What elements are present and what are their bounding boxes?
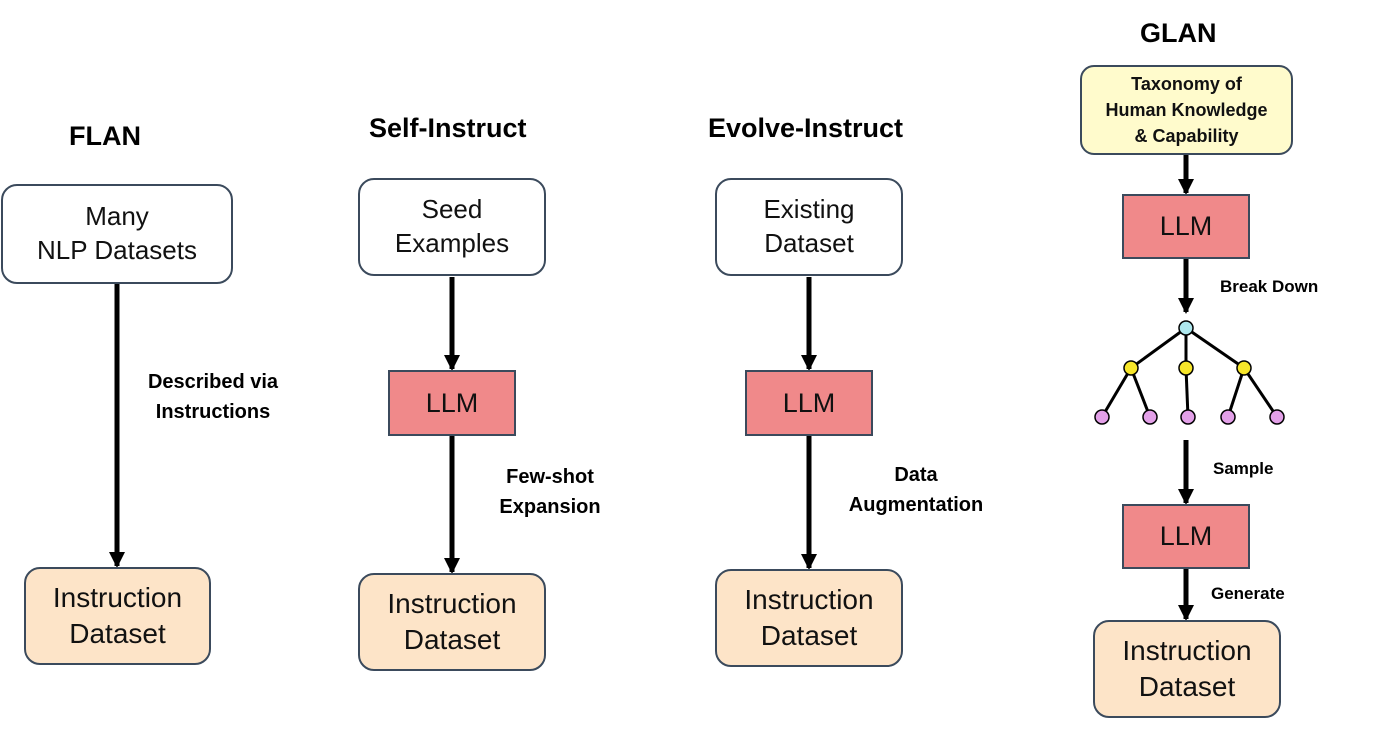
tree-leaf-node: [1269, 409, 1285, 425]
evolve-instruct-output-box: Instruction Dataset: [715, 569, 903, 667]
glan-title: GLAN: [1140, 18, 1217, 48]
flan-arrow-label: Described via Instructions: [128, 367, 298, 427]
tree-root-node: [1178, 320, 1194, 336]
self-instruct-source-line-2: Examples: [394, 228, 510, 258]
glan-break-down-label: Break Down: [1220, 277, 1319, 296]
flan-source-line-1: Many: [85, 201, 149, 232]
flan-arrow-label-line-1: Described via: [147, 371, 279, 393]
glan-taxonomy-line-2: Human Knowledge: [1105, 99, 1268, 120]
glan-llm-top-box: LLM: [1122, 194, 1250, 259]
flan-source-box: Many NLP Datasets: [1, 184, 233, 284]
glan-output-box: Instruction Dataset: [1093, 620, 1281, 718]
evolve-instruct-output-line-1: Instruction: [744, 583, 874, 615]
glan-generate-label: Generate: [1211, 584, 1285, 603]
flan-arrow-label-line-2: Instructions: [155, 401, 271, 423]
self-instruct-title: Self-Instruct: [369, 113, 527, 143]
evolve-instruct-source-box: Existing Dataset: [715, 178, 903, 276]
self-instruct-llm-box: LLM: [388, 370, 516, 436]
glan-taxonomy-line-3: & Capability: [1134, 126, 1239, 147]
evolve-instruct-output-line-2: Dataset: [760, 620, 858, 651]
flan-output-line-1: Instruction: [52, 581, 183, 613]
tree-mid-node: [1236, 360, 1252, 376]
evolve-instruct-llm-box: LLM: [745, 370, 873, 436]
glan-taxonomy-box: Taxonomy of Human Knowledge & Capability: [1080, 65, 1293, 155]
self-instruct-arrow-label: Few-shot Expansion: [480, 462, 620, 522]
self-instruct-output-line-1: Instruction: [387, 587, 517, 619]
tree-leaf-node: [1094, 409, 1110, 425]
evolve-instruct-arrow-label-line-1: Data: [894, 464, 938, 486]
glan-llm-bottom-box: LLM: [1122, 504, 1250, 569]
tree-leaf-node: [1180, 409, 1196, 425]
flan-source-line-2: NLP Datasets: [37, 235, 197, 265]
self-instruct-source-box: Seed Examples: [358, 178, 546, 276]
flan-title: FLAN: [69, 121, 141, 151]
evolve-instruct-arrow-label: Data Augmentation: [835, 460, 997, 520]
tree-mid-node: [1178, 360, 1194, 376]
evolve-instruct-title: Evolve-Instruct: [708, 113, 904, 143]
glan-sample-label: Sample: [1213, 459, 1274, 478]
self-instruct-source-line-1: Seed: [421, 194, 483, 225]
tree-leaf-node: [1142, 409, 1158, 425]
glan-output-line-1: Instruction: [1122, 634, 1252, 666]
flan-output-box: Instruction Dataset: [24, 567, 211, 665]
flan-output-line-2: Dataset: [69, 618, 166, 649]
tree-mid-node: [1123, 360, 1139, 376]
self-instruct-arrow-label-line-1: Few-shot: [506, 466, 594, 488]
evolve-instruct-source-line-1: Existing: [763, 194, 855, 225]
tree-leaf-node: [1220, 409, 1236, 425]
glan-taxonomy-line-1: Taxonomy of: [1131, 73, 1242, 94]
glan-output-line-2: Dataset: [1138, 671, 1236, 702]
self-instruct-output-box: Instruction Dataset: [358, 573, 546, 671]
evolve-instruct-source-line-2: Dataset: [764, 228, 854, 258]
self-instruct-arrow-label-line-2: Expansion: [499, 496, 601, 518]
evolve-instruct-arrow-label-line-2: Augmentation: [848, 494, 984, 516]
self-instruct-output-line-2: Dataset: [403, 624, 501, 655]
